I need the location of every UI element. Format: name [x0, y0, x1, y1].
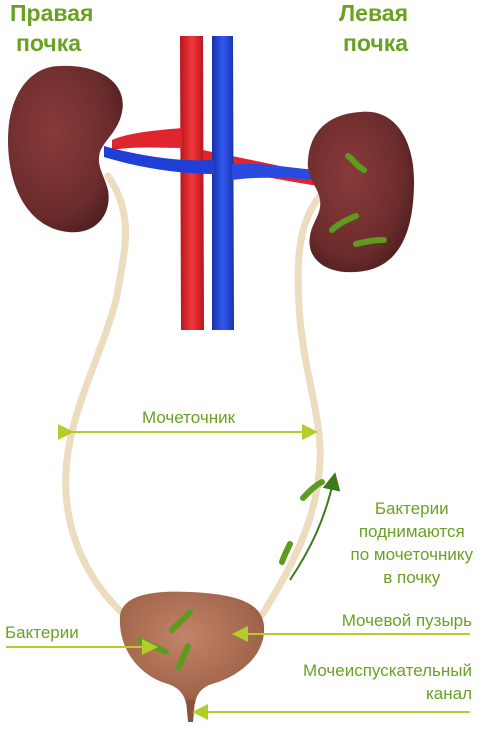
right-kidney-label-line2: почка [16, 30, 82, 56]
ureter-bacteria [279, 479, 325, 565]
bladder [119, 591, 265, 704]
right-kidney-label-line1: Правая [10, 0, 94, 26]
right-kidney-label: Правая почка [10, 0, 93, 58]
ascending-note-line2: поднимаются [358, 522, 465, 541]
urethra-label-line2: канал [425, 684, 472, 703]
ascending-bacteria-note: Бактерии поднимаются по мочеточнику в по… [351, 497, 473, 589]
left-kidney [307, 111, 415, 273]
left-kidney-label-line1: Левая [339, 0, 408, 26]
urethra-label: Мочеиспускательный канал [303, 659, 472, 705]
bladder-label: Мочевой пузырь [341, 611, 472, 630]
left-renal-vein [232, 163, 318, 180]
right-renal-vein [104, 146, 214, 174]
left-kidney-label-line2: почка [342, 30, 408, 56]
right-ureter [62, 172, 134, 624]
left-ureter [258, 192, 324, 619]
urethra [186, 700, 195, 722]
ascending-arrow [289, 472, 341, 581]
ascending-note-line4: в почку [383, 568, 441, 587]
ascending-note-line1: Бактерии [374, 499, 449, 518]
bacteria-label: Бактерии [5, 623, 79, 642]
ureter-label: Мочеточник [140, 406, 238, 429]
left-kidney-label: Левая почка [339, 0, 408, 58]
aorta [180, 36, 204, 330]
urethra-label-line1: Мочеиспускательный [302, 661, 472, 680]
right-renal-artery [112, 128, 182, 150]
right-kidney [8, 65, 123, 233]
ascending-note-line3: по мочеточнику [350, 545, 473, 564]
kidney-bacteria [329, 153, 387, 247]
vena-cava [212, 36, 234, 330]
